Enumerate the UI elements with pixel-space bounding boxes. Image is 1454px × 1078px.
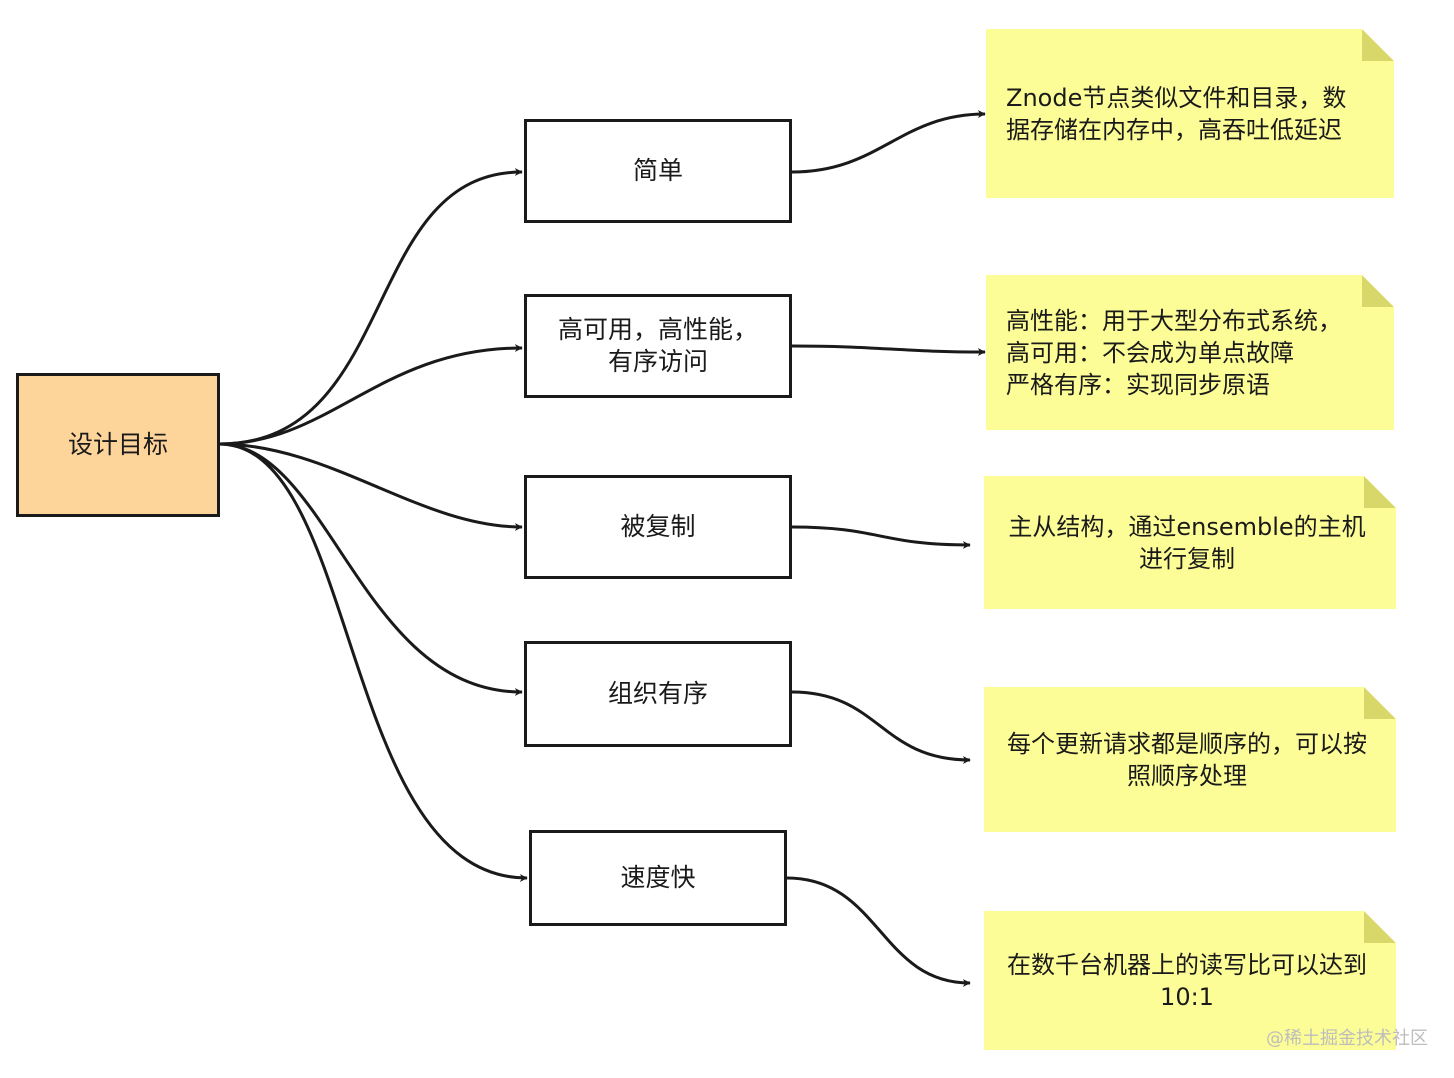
goal-simple: 简单 (524, 119, 792, 223)
edge-ordered-to-note (791, 690, 971, 764)
note-availability: 高性能：用于大型分布式系统， 高可用：不会成为单点故障 严格有序：实现同步原语 (986, 275, 1394, 430)
note-replicated: 主从结构，通过ensemble的主机进行复制 (984, 476, 1396, 609)
edge-simple-to-note (791, 110, 986, 174)
note-ordered: 每个更新请求都是顺序的，可以按照顺序处理 (984, 687, 1396, 832)
goal-availability: 高可用，高性能， 有序访问 (524, 294, 792, 398)
goal-fast: 速度快 (529, 830, 787, 926)
note-text: Znode节点类似文件和目录，数据存储在内存中，高吞吐低延迟 (1006, 83, 1347, 144)
note-simple: Znode节点类似文件和目录，数据存储在内存中，高吞吐低延迟 (986, 29, 1394, 198)
goal-replicated: 被复制 (524, 475, 792, 579)
note-fast: 在数千台机器上的读写比可以达到10:1 (984, 911, 1396, 1050)
goal-label: 简单 (632, 156, 683, 185)
note-text: 高性能：用于大型分布式系统， 高可用：不会成为单点故障 严格有序：实现同步原语 (1006, 306, 1342, 399)
goal-label: 速度快 (620, 863, 696, 892)
edge-root-to-availability (218, 344, 523, 446)
goal-label: 被复制 (620, 512, 696, 541)
edge-root-to-fast (218, 442, 528, 882)
note-text: 在数千台机器上的读写比可以达到10:1 (1007, 950, 1367, 1011)
edge-root-to-simple (218, 168, 523, 446)
note-text: 每个更新请求都是顺序的，可以按照顺序处理 (1007, 729, 1367, 790)
note-text: 主从结构，通过ensemble的主机进行复制 (1008, 512, 1366, 573)
goal-label: 高可用，高性能， 有序访问 (557, 315, 758, 376)
edge-root-to-ordered (218, 442, 523, 696)
goal-label: 组织有序 (607, 679, 708, 708)
edge-replicated-to-note (791, 525, 971, 549)
edge-root-to-replicated (218, 442, 523, 531)
edge-availability-to-note (791, 344, 986, 356)
root-label: 设计目标 (67, 430, 168, 459)
root-node: 设计目标 (16, 373, 220, 517)
watermark: @稀土掘金技术社区 (1266, 1028, 1428, 1049)
goal-ordered: 组织有序 (524, 641, 792, 747)
edge-fast-to-note (786, 876, 971, 987)
